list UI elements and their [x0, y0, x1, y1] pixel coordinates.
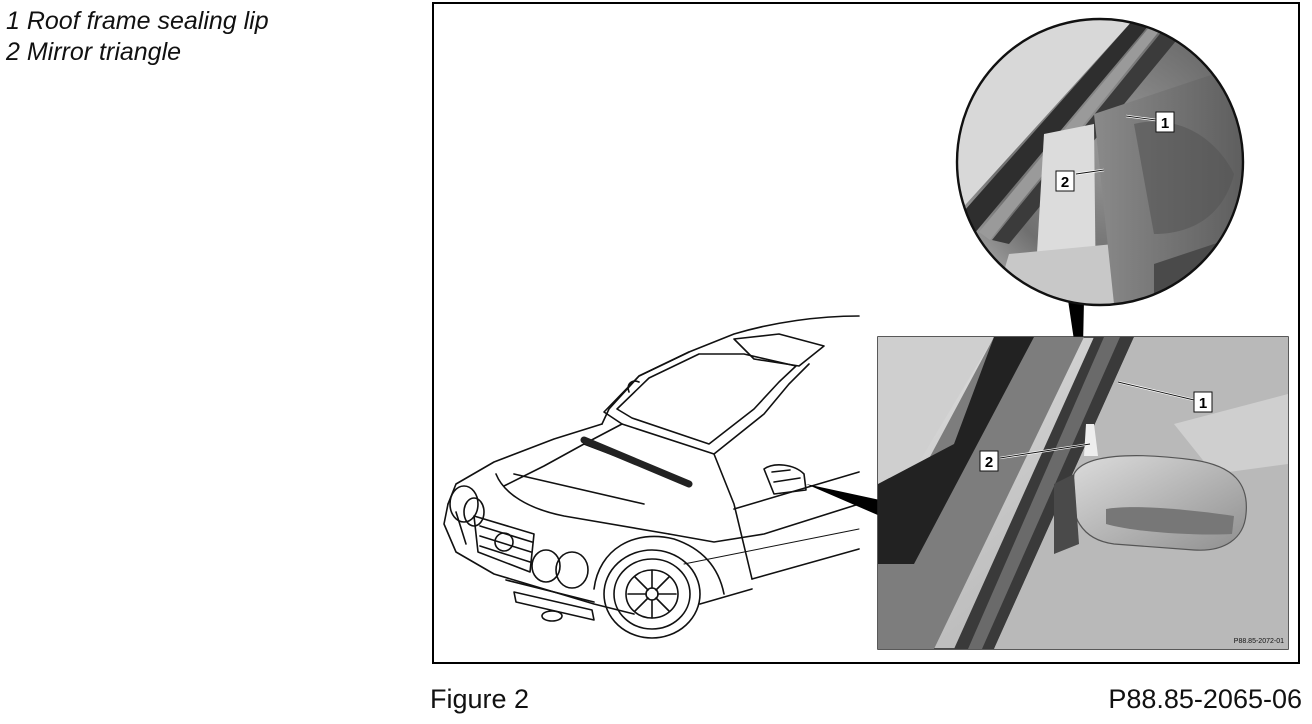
callout-2-inset: 2 — [979, 442, 1091, 472]
callout-2-circle-label: 2 — [1061, 174, 1069, 191]
legend-item-mirror-triangle: 2 Mirror triangle — [6, 38, 182, 66]
callout-1-circle: 1 — [1125, 111, 1175, 133]
legend-item-roof-frame-sealing-lip: 1 Roof frame sealing lip — [6, 7, 269, 35]
callout-2-inset-label: 2 — [985, 454, 993, 471]
leader-wedge-car-to-inset — [806, 484, 880, 516]
figure-illustration: P88.85-2072-01 1 — [443, 17, 1289, 650]
callout-2-circle: 2 — [1055, 168, 1105, 192]
figure-caption-label: Figure 2 — [430, 684, 530, 714]
inset-reference-code: P88.85-2072-01 — [1234, 638, 1284, 645]
callout-1-circle-label: 1 — [1161, 115, 1169, 132]
car-line-drawing — [443, 315, 860, 639]
inset-detail-photo: P88.85-2072-01 — [877, 336, 1289, 650]
legend: 1 Roof frame sealing lip 2 Mirror triang… — [6, 6, 269, 68]
figure-reference-code: P88.85-2065-06 — [1108, 684, 1302, 714]
magnified-circle-detail — [955, 17, 1245, 307]
callout-1-inset: 1 — [1117, 380, 1213, 413]
figure-frame: P88.85-2072-01 1 — [432, 2, 1300, 664]
callout-1-inset-label: 1 — [1199, 395, 1207, 412]
